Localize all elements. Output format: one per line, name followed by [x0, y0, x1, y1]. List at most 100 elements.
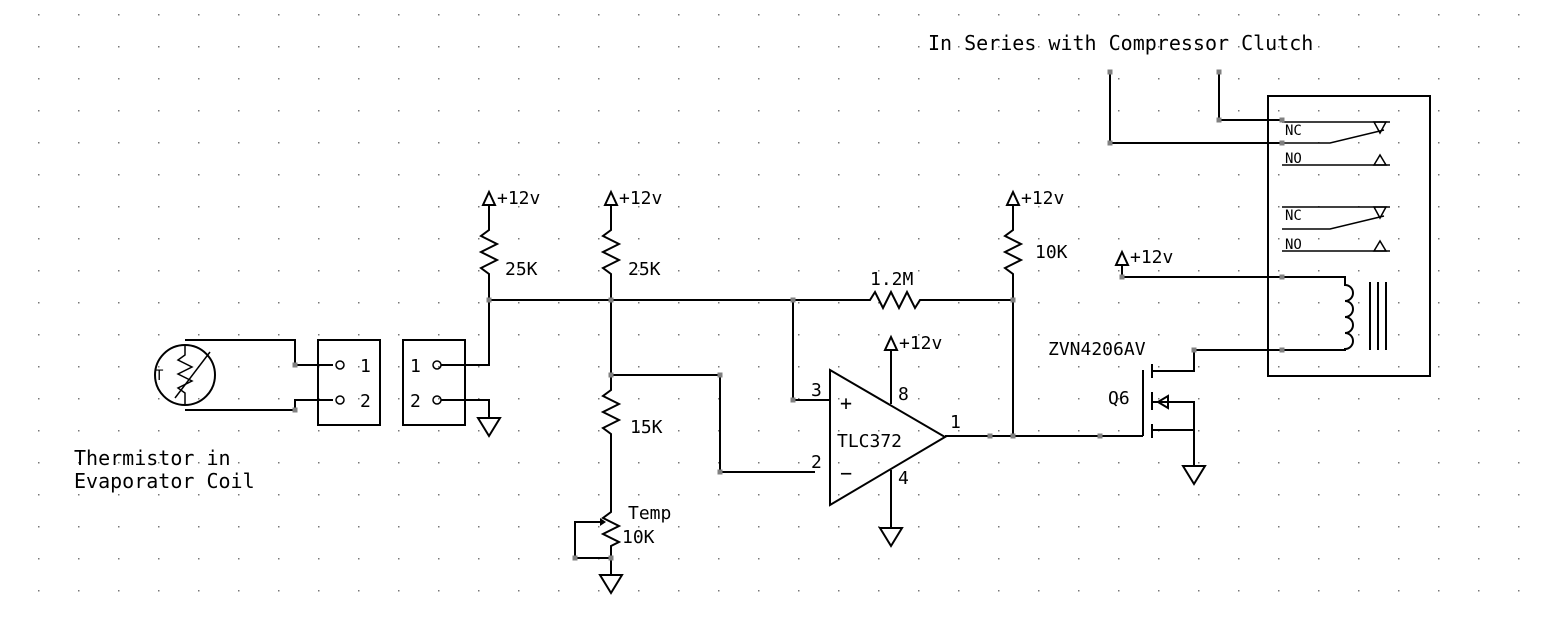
pot-value: 10K — [622, 527, 655, 548]
grid-dot — [958, 238, 960, 240]
grid-dot — [1358, 110, 1360, 112]
grid-dot — [1118, 462, 1120, 464]
grid-dot — [438, 398, 440, 400]
grid-dot — [1358, 462, 1360, 464]
resistor-r3: 15K — [600, 375, 663, 505]
mosfet-ref: Q6 — [1108, 388, 1130, 409]
grid-dot — [798, 334, 800, 336]
grid-dot — [1198, 206, 1200, 208]
grid-dot — [798, 462, 800, 464]
grid-dot — [398, 302, 400, 304]
grid-dot — [798, 14, 800, 16]
grid-dot — [878, 526, 880, 528]
grid-dot — [838, 590, 840, 592]
grid-dot — [1278, 526, 1280, 528]
grid-dot — [198, 462, 200, 464]
junction-node — [1279, 274, 1285, 280]
grid-dot — [118, 206, 120, 208]
grid-dot — [918, 462, 920, 464]
grid-dot — [1158, 334, 1160, 336]
grid-dot — [758, 78, 760, 80]
grid-dot — [238, 462, 240, 464]
grid-dot — [558, 366, 560, 368]
junction-node — [1216, 69, 1222, 75]
r1-value: 25K — [505, 259, 538, 280]
grid-dot — [1438, 366, 1440, 368]
pullup-value: 10K — [1035, 242, 1068, 263]
grid-dot — [1158, 238, 1160, 240]
grid-dot — [638, 14, 640, 16]
grid-dot — [518, 462, 520, 464]
grid-dot — [1198, 430, 1200, 432]
grid-dot — [1038, 46, 1040, 48]
grid-dot — [238, 14, 240, 16]
grid-dot — [1278, 334, 1280, 336]
grid-dot — [1318, 590, 1320, 592]
grid-dot — [1038, 430, 1040, 432]
grid-dot — [1198, 558, 1200, 560]
grid-dot — [1078, 78, 1080, 80]
grid-dot — [1278, 430, 1280, 432]
grid-dot — [1318, 302, 1320, 304]
grid-dot — [278, 174, 280, 176]
grid-dot — [1158, 494, 1160, 496]
grid-dot — [318, 142, 320, 144]
grid-dot — [358, 590, 360, 592]
grid-dot — [678, 334, 680, 336]
grid-dot — [38, 590, 40, 592]
grid-dot — [478, 366, 480, 368]
grid-dot — [1438, 558, 1440, 560]
grid-dot — [558, 302, 560, 304]
grid-dot — [1278, 366, 1280, 368]
grid-dot — [598, 174, 600, 176]
grid-dot — [838, 206, 840, 208]
grid-dot — [838, 462, 840, 464]
grid-dot — [118, 174, 120, 176]
grid-dot — [318, 334, 320, 336]
grid-dot — [438, 270, 440, 272]
grid-dot — [238, 206, 240, 208]
junction-node — [1010, 433, 1016, 439]
grid-dot — [238, 366, 240, 368]
grid-dot — [798, 494, 800, 496]
grid-dot — [1078, 462, 1080, 464]
grid-dot — [278, 238, 280, 240]
grid-dot — [318, 558, 320, 560]
relay-nc2: NC — [1285, 208, 1302, 224]
grid-dot — [798, 46, 800, 48]
grid-dot — [878, 270, 880, 272]
grid-dot — [678, 590, 680, 592]
grid-dot — [1158, 78, 1160, 80]
grid-dot — [438, 302, 440, 304]
grid-dot — [78, 494, 80, 496]
relay-no2: NO — [1285, 237, 1302, 253]
grid-dot — [1398, 238, 1400, 240]
resistor-feedback: 1.2M — [860, 269, 1013, 311]
grid-dot — [718, 46, 720, 48]
connector-board-side: 1 2 — [402, 300, 502, 438]
junction-node — [1279, 140, 1285, 146]
grid-dot — [358, 334, 360, 336]
grid-dot — [78, 366, 80, 368]
grid-dot — [718, 78, 720, 80]
grid-dot — [78, 78, 80, 80]
grid-dot — [118, 526, 120, 528]
mosfet-part: ZVN4206AV — [1048, 339, 1146, 360]
grid-dot — [1158, 590, 1160, 592]
grid-dot — [798, 142, 800, 144]
grid-dot — [1358, 142, 1360, 144]
grid-dot — [478, 494, 480, 496]
grid-dot — [1358, 494, 1360, 496]
grid-dot — [438, 206, 440, 208]
grid-dot — [998, 110, 1000, 112]
grid-dot — [278, 270, 280, 272]
grid-dot — [558, 590, 560, 592]
grid-dot — [118, 110, 120, 112]
grid-dot — [1478, 110, 1480, 112]
grid-dot — [518, 142, 520, 144]
junction-node — [608, 555, 614, 561]
grid-dot — [918, 494, 920, 496]
grid-dot — [278, 46, 280, 48]
grid-dot — [798, 238, 800, 240]
grid-dot — [718, 206, 720, 208]
